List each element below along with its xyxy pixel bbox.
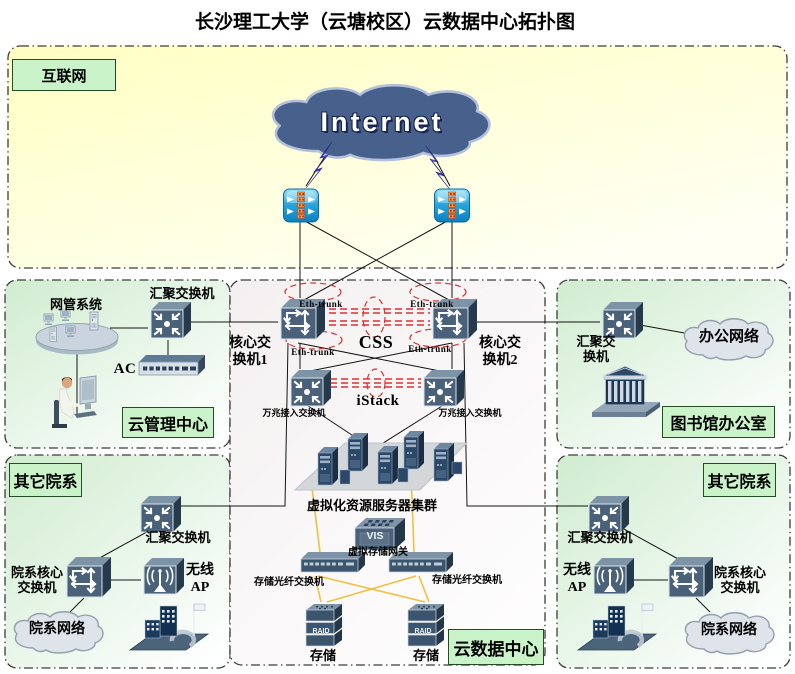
ac-controller — [138, 354, 206, 376]
access-switch-left-icon — [289, 368, 333, 408]
zone-label-internet: 互联网 — [12, 59, 116, 91]
zone-label-library-text: 图书馆办公室 — [670, 416, 767, 433]
internet-router-2 — [434, 188, 470, 223]
label-dept-right-cloud: 院系网络 — [701, 623, 757, 638]
raid-storage-left-icon — [305, 603, 343, 647]
label-core-switch-1: 核心交 换机1 — [229, 336, 271, 368]
raid-storage-right-icon — [407, 603, 445, 647]
label-access-switch-right: 万兆接入交换机 — [438, 408, 502, 418]
label-core-switch-2: 核心交 换机2 — [479, 336, 521, 368]
dept-left-agg-switch-icon — [139, 494, 183, 534]
access-switch-right-icon — [422, 368, 466, 408]
eth-trunk-links — [284, 282, 467, 398]
zone-label-dept-left: 其它院系 — [9, 463, 82, 497]
server-cluster-platform — [293, 430, 469, 491]
zone-label-dept-right-text: 其它院系 — [707, 474, 772, 491]
dept-left-core-switch-icon — [65, 555, 113, 599]
label-eth-trunk-top-right: Eth-trunk — [410, 299, 454, 309]
dept-right-ap-icon — [593, 557, 635, 595]
label-nms: 网管系统 — [49, 297, 103, 312]
label-server-cluster: 虚拟化资源服务器集群 — [306, 498, 438, 513]
zone-label-library: 图书馆办公室 — [662, 406, 775, 438]
label-raid-left: RAID — [312, 628, 330, 635]
page-title: 长沙理工大学（云塘校区）云数据中心拓扑图 — [194, 12, 576, 33]
zone-label-dept-right: 其它院系 — [703, 463, 776, 497]
label-dept-left-core-switch: 院系核心 交换机 — [10, 565, 64, 596]
label-library-agg-switch: 汇聚交 换机 — [576, 334, 616, 365]
label-storage-right: 存储 — [412, 648, 440, 663]
label-vis: 虚拟存储网关 — [348, 547, 408, 558]
label-dept-right-core-switch: 院系核心 交换机 — [713, 565, 767, 596]
zone-label-datacenter-text: 云数据中心 — [453, 639, 539, 659]
label-dept-left-ap: 无线 AP — [186, 563, 214, 595]
dept-right-agg-switch-icon — [587, 494, 631, 534]
label-fiber-switch-left: 存储光纤交换机 — [254, 577, 324, 588]
label-fiber-switch-right: 存储光纤交换机 — [432, 575, 502, 586]
zone-label-dept-left-text: 其它院系 — [13, 474, 78, 491]
dept-left-ap-icon — [143, 557, 185, 595]
label-access-switch-left: 万兆接入交换机 — [262, 408, 326, 418]
zone-label-internet-text: 互联网 — [41, 68, 87, 85]
label-storage-left: 存储 — [309, 648, 337, 663]
zone-label-datacenter: 云数据中心 — [448, 629, 544, 665]
label-vis-text: VIS — [366, 530, 384, 542]
label-dept-left-cloud: 院系网络 — [29, 622, 85, 637]
label-css: CSS — [358, 332, 394, 352]
zone-label-management: 云管理中心 — [122, 407, 214, 438]
label-dept-left-agg-switch: 汇聚交换机 — [145, 530, 211, 545]
internet-cloud-text: Internet — [320, 107, 444, 137]
label-eth-trunk-bottom-left: Eth-trunk — [291, 347, 335, 357]
label-dept-right-ap: 无线 AP — [563, 563, 591, 595]
nms-platform — [35, 309, 119, 355]
library-agg-switch-icon — [601, 300, 645, 340]
label-istack: iStack — [356, 393, 400, 409]
internet-cloud — [273, 85, 489, 160]
internet-router-1 — [283, 188, 319, 223]
label-dept-right-agg-switch: 汇聚交换机 — [567, 530, 633, 545]
label-raid-right: RAID — [414, 628, 432, 635]
mgmt-agg-switch — [149, 300, 193, 340]
dept-right-core-switch-icon — [667, 555, 715, 599]
zone-label-management-text: 云管理中心 — [127, 416, 208, 434]
label-office-cloud: 办公网络 — [698, 329, 760, 345]
label-eth-trunk-top-left: Eth-trunk — [299, 299, 343, 309]
label-eth-trunk-bottom-right: Eth-trunk — [408, 344, 452, 354]
label-ac: AC — [113, 361, 137, 377]
label-mgmt-agg-switch: 汇聚交换机 — [149, 286, 215, 301]
